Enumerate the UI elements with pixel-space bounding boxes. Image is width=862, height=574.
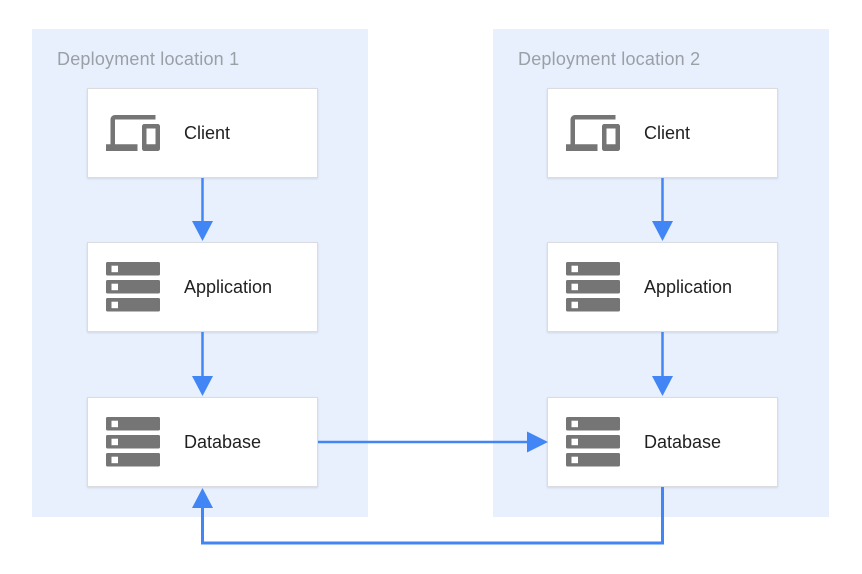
node-database-2: Database (547, 397, 778, 487)
node-label: Client (644, 122, 691, 143)
region-title: Deployment location 1 (57, 49, 240, 69)
node-label: Client (184, 122, 231, 143)
devices-icon (106, 106, 160, 160)
node-label: Database (184, 431, 262, 452)
node-client-2: Client (547, 88, 778, 178)
node-label: Application (644, 276, 733, 297)
server-stack-icon (106, 260, 160, 314)
node-client-1: Client (87, 88, 318, 178)
region-title: Deployment location 2 (518, 49, 701, 69)
server-stack-icon (566, 415, 620, 469)
node-application-2: Application (547, 242, 778, 332)
region-deployment-location-2: Deployment location 2 Client A (493, 29, 829, 517)
node-label: Database (644, 431, 722, 452)
server-stack-icon (106, 415, 160, 469)
node-application-1: Application (87, 242, 318, 332)
devices-icon (566, 106, 620, 160)
region-deployment-location-1: Deployment location 1 Client A (32, 29, 368, 517)
server-stack-icon (566, 260, 620, 314)
node-label: Application (184, 276, 273, 297)
node-database-1: Database (87, 397, 318, 487)
